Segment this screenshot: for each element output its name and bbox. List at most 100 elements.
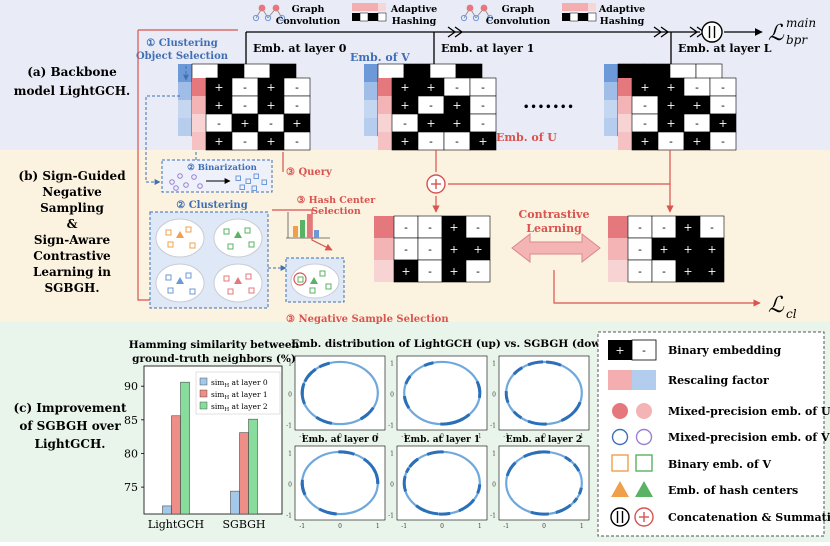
bar-0-1 (172, 416, 181, 514)
matrix-sign: - (662, 221, 666, 234)
matrix-sign: + (473, 243, 482, 256)
v-rescale-cell (604, 100, 618, 118)
graph-conv-label-2b: Convolution (486, 16, 551, 27)
matrix-sign: + (214, 99, 223, 112)
matrix-sign: + (214, 135, 223, 148)
dist-y-tick: 0 (288, 391, 292, 398)
matrix-sign: - (404, 243, 408, 256)
matrix-sign: + (266, 81, 275, 94)
section-b-line8: SGBGH. (44, 281, 99, 295)
rescale-cell (608, 216, 628, 238)
matrix-sign: + (426, 81, 435, 94)
section-b-line7: Learning in (33, 265, 111, 279)
step-binarization: ② Binarization (187, 163, 257, 173)
u-rescale-cell (378, 96, 392, 114)
dist-y-tick: -1 (490, 423, 496, 430)
adaptive-label-2b: Hashing (600, 16, 645, 27)
legend-box: + - Binary embedding Rescaling factor Mi… (598, 332, 830, 536)
matrix-sign: - (481, 99, 485, 112)
matrix-sign: + (478, 135, 487, 148)
dist-x-tick: 1 (376, 523, 380, 530)
bar-1-2 (249, 419, 258, 514)
u-rescale-cell (378, 132, 392, 150)
dist-plot-frame (295, 446, 385, 520)
matrix-sign: - (669, 135, 673, 148)
matrix-sign: - (243, 99, 247, 112)
step-negative-sample: ③ Negative Sample Selection (286, 314, 449, 325)
matrix-sign: + (452, 99, 461, 112)
v-rescale-cell (604, 64, 618, 82)
legend-plus-glyph: + (615, 344, 624, 357)
contrastive-matrix-right: --+--+++--++ (608, 216, 724, 282)
step-hash-center-2: Selection (311, 206, 361, 217)
matrix-sign: - (481, 81, 485, 94)
legend-swatch (200, 390, 207, 397)
dist-y-tick: 0 (492, 391, 496, 398)
matrix-sign: - (643, 99, 647, 112)
matrix-sign: + (266, 135, 275, 148)
matrix-sign: + (692, 135, 701, 148)
dist-arc (439, 513, 451, 514)
graph-conv-label-1a: Graph (292, 4, 325, 15)
dist-arc (506, 397, 508, 403)
matrix-sign: - (643, 117, 647, 130)
v-rescale-cell (178, 82, 192, 100)
matrix-sign: + (449, 265, 458, 278)
u-rescale-cell (192, 132, 206, 150)
matrix-sign: - (721, 81, 725, 94)
matrix-sign: + (683, 265, 692, 278)
matrix-sign: + (683, 221, 692, 234)
u-rescale-cell (618, 96, 632, 114)
loss-cl-sub: cl (786, 307, 797, 321)
dist-y-tick: 0 (390, 391, 394, 398)
dist-y-tick: -1 (388, 423, 394, 430)
dist-y-tick: 1 (492, 450, 496, 457)
matrix-sign: + (666, 117, 675, 130)
distribution-title: Emb. distribution of LightGCH (up) vs. S… (291, 338, 613, 350)
matrix-sign: + (449, 221, 458, 234)
y-tick-label: 85 (124, 414, 138, 427)
adaptive-label-1a: Adaptive (390, 4, 437, 15)
matrix-sign: + (666, 99, 675, 112)
layer0-label: Emb. at layer 0 (253, 42, 347, 55)
matrix-sign: - (404, 221, 408, 234)
dist-y-tick: 0 (288, 481, 292, 488)
dist-x-tick: 0 (542, 523, 546, 530)
embedding-matrix-layer0: +-+-+-+--+-++-+- (178, 64, 310, 150)
contrastive-label-2: Learning (526, 222, 582, 235)
matrix-sign: + (718, 117, 727, 130)
matrix-sign: - (721, 99, 725, 112)
v-rescale-cell (178, 100, 192, 118)
legend-rescaling: Rescaling factor (668, 374, 769, 387)
u-rescale-cell (618, 78, 632, 96)
matrix-sign: - (243, 81, 247, 94)
matrix-sign: + (666, 81, 675, 94)
v-rescale-cell (364, 64, 378, 82)
matrix-sign: + (426, 117, 435, 130)
section-b-line5: Sign-Aware (34, 233, 111, 247)
rescale-cell (374, 238, 394, 260)
matrix-sign: - (295, 81, 299, 94)
matrix-sign: + (400, 135, 409, 148)
v-rescale-cell (364, 100, 378, 118)
matrix-sign: - (243, 135, 247, 148)
matrix-sign: - (295, 135, 299, 148)
dist-layer-label: Emb. at layer 2 (506, 435, 582, 445)
matrix-sign: - (295, 99, 299, 112)
section-b-line6: Contrastive (33, 249, 111, 263)
u-rescale-cell (618, 114, 632, 132)
loss-main-sup: main (786, 16, 816, 30)
v-rescale-cell (364, 82, 378, 100)
concat-icon-top (702, 22, 722, 42)
matrix-sign: - (269, 117, 273, 130)
x-category-label: SGBGH (223, 518, 266, 531)
legend-mixed-u: Mixed-precision emb. of U (668, 405, 830, 418)
matrix-sign: - (638, 243, 642, 256)
dist-x-tick: -1 (299, 523, 305, 530)
dist-y-tick: -1 (286, 513, 292, 520)
matrix-sign: + (449, 243, 458, 256)
v-rescale-cell (178, 118, 192, 136)
emb-u-label: Emb. of U (496, 131, 557, 144)
